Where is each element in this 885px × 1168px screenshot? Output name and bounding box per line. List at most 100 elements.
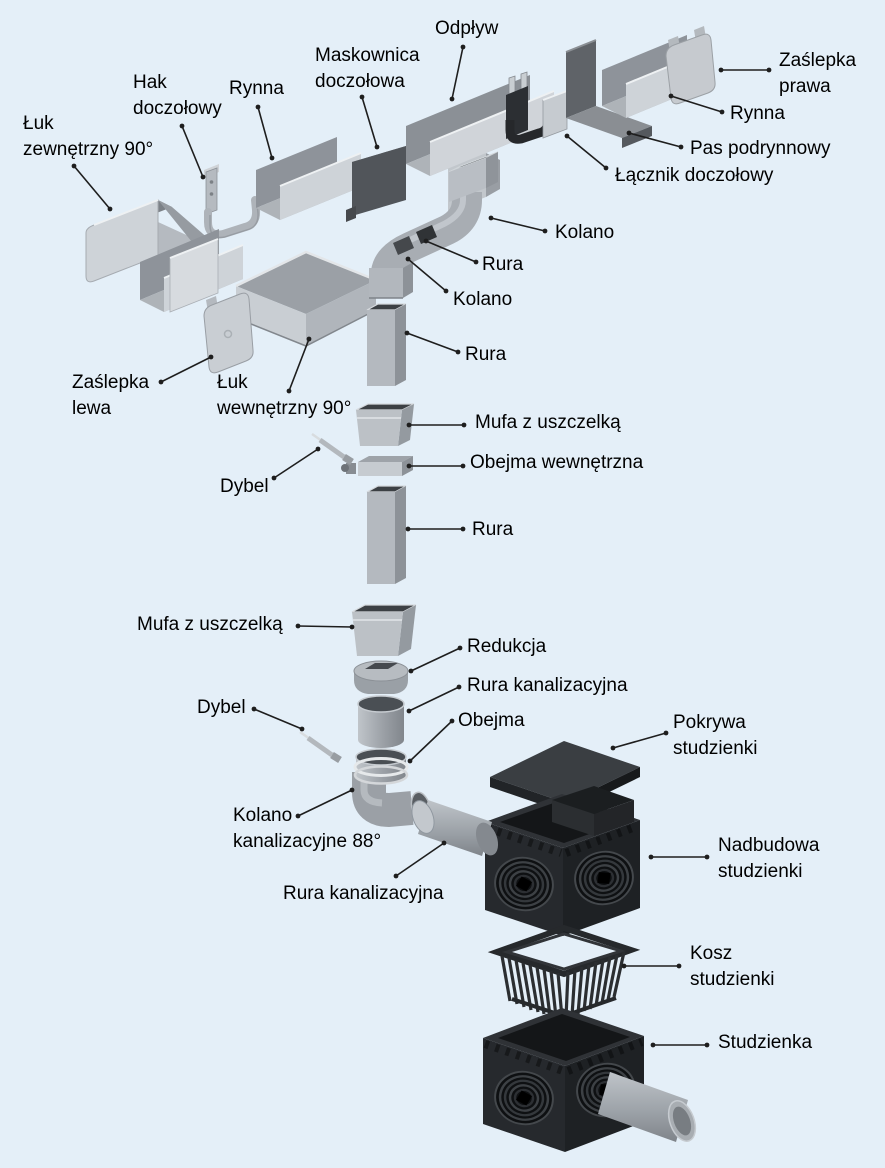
leader-lacznik-doczolowy <box>564 133 609 171</box>
label-pokrywa-studzienki-line: Pokrywa <box>673 712 746 733</box>
leader-mufa-2 <box>295 623 355 630</box>
label-dybel-2-line: Dybel <box>197 697 246 718</box>
label-kolano-2: Kolano <box>453 287 512 313</box>
leader-obejma-wewnetrzna <box>406 463 466 469</box>
label-nadbudowa-studzienki-line: Nadbudowa <box>718 835 820 856</box>
label-obejma-line: Obejma <box>458 710 525 731</box>
label-kosz-studzienki-line: Kosz <box>690 943 733 964</box>
label-maskownica-doczolowa-line: doczołowa <box>315 71 405 92</box>
leader-kosz-studzienki <box>621 963 682 969</box>
leader-luk-zewnetrzny <box>71 163 113 212</box>
label-pokrywa-studzienki-line: studzienki <box>673 738 758 759</box>
leader-pokrywa-studzienki <box>610 730 669 751</box>
part-obejma-kolano-kanalizacyjne <box>352 748 432 827</box>
label-mufa-1-line: Mufa z uszczelką <box>475 412 621 433</box>
leader-odplyw <box>449 44 466 102</box>
part-pas-podrynnowy <box>565 39 652 148</box>
leader-rura-1 <box>423 238 479 265</box>
label-rynna-prawa: Rynna <box>730 101 785 127</box>
label-rura-2-line: Rura <box>465 344 507 365</box>
part-rura-vertical-2 <box>366 485 407 584</box>
label-dybel-1-line: Dybel <box>220 476 269 497</box>
part-rynna-center-odplyw <box>406 75 555 212</box>
label-redukcja-line: Redukcja <box>467 636 547 657</box>
label-lacznik-doczolowy-line: Łącznik doczołowy <box>615 165 774 186</box>
label-maskownica-doczolowa-line: Maskownica <box>315 45 420 66</box>
label-rura-kanalizacyjna-1: Rura kanalizacyjna <box>467 673 628 699</box>
label-zaslepka-lewa-line: lewa <box>72 398 112 419</box>
leader-kolano-1 <box>488 215 548 234</box>
label-luk-zewnetrzny-line: zewnętrzny 90° <box>23 139 154 160</box>
label-dybel-2: Dybel <box>197 695 246 721</box>
label-kolano-2-line: Kolano <box>453 289 513 310</box>
leader-zaslepka-prawa <box>718 67 772 73</box>
label-zaslepka-lewa-line: Zaślepka <box>72 372 150 393</box>
part-mufa-1 <box>355 403 415 446</box>
part-rura-kanalizacyjna-2 <box>411 800 499 856</box>
part-kolano-rura-kolano <box>369 151 499 299</box>
part-rynna-right <box>602 35 712 118</box>
label-zaslepka-lewa: Zaślepka lewa <box>72 370 149 422</box>
leader-studzienka <box>650 1042 710 1048</box>
part-hak-doczolowy <box>204 164 261 239</box>
part-luk-wewnetrzny-90 <box>235 250 398 347</box>
label-luk-wewnetrzny-line: Łuk <box>217 372 248 393</box>
leader-rura-kanalizacyjna-1 <box>406 684 462 714</box>
label-rura-kanalizacyjna-2-line: Rura kanalizacyjna <box>283 883 444 904</box>
label-nadbudowa-studzienki: Nadbudowa studzienki <box>718 833 819 885</box>
label-rura-2: Rura <box>465 342 506 368</box>
part-dybel-2 <box>299 730 342 763</box>
label-mufa-2-line: Mufa z uszczelką <box>137 614 283 635</box>
part-pipe-out <box>598 1072 697 1142</box>
label-rura-3: Rura <box>472 517 513 543</box>
label-dybel-1: Dybel <box>220 474 269 500</box>
leader-nadbudowa-studzienki <box>648 854 710 860</box>
leader-dybel-2 <box>251 706 305 732</box>
leader-rynna-prawa <box>668 93 725 115</box>
part-maskownica-doczolowa <box>346 146 410 222</box>
label-rura-3-line: Rura <box>472 519 514 540</box>
label-rynna-lewa: Rynna <box>229 76 284 102</box>
label-rura-1-line: Rura <box>482 254 524 275</box>
part-obejma-wewnetrzna <box>341 456 413 476</box>
label-studzienka-line: Studzienka <box>718 1032 813 1053</box>
leader-zaslepka-lewa <box>158 354 214 385</box>
leader-obejma <box>407 718 455 764</box>
label-kosz-studzienki-line: studzienki <box>690 969 775 990</box>
part-rura-kanalizacyjna-1 <box>357 695 405 748</box>
leader-rura-3 <box>405 526 466 532</box>
label-rura-1: Rura <box>482 252 523 278</box>
leader-rura-2 <box>404 330 461 355</box>
part-dybel-1 <box>311 432 354 465</box>
leader-luk-wewnetrzny <box>286 336 312 394</box>
part-nadbudowa-studzienki <box>485 786 640 936</box>
label-studzienka: Studzienka <box>718 1030 812 1056</box>
label-pas-podrynnowy-line: Pas podrynnowy <box>690 138 831 159</box>
label-pokrywa-studzienki: Pokrywa studzienki <box>673 710 758 762</box>
leader-redukcja <box>408 645 463 674</box>
label-mufa-1: Mufa z uszczelką <box>475 410 621 436</box>
part-zaslepka-prawa <box>665 26 716 105</box>
label-obejma-wewnetrzna: Obejma wewnętrzna <box>470 450 643 476</box>
part-lacznik-doczolowy <box>505 71 568 144</box>
leader-maskownica-doczolowa <box>359 94 380 150</box>
label-mufa-2: Mufa z uszczelką <box>137 612 283 638</box>
label-rynna-prawa-line: Rynna <box>730 103 785 124</box>
label-nadbudowa-studzienki-line: studzienki <box>718 861 803 882</box>
leader-pas-podrynnowy <box>626 130 684 150</box>
part-pokrywa-studzienki <box>490 741 640 813</box>
part-rynna-left <box>256 137 362 220</box>
label-kolano-kanalizacyjne-line: Kolano <box>233 805 293 826</box>
label-pas-podrynnowy: Pas podrynnowy <box>690 136 830 162</box>
label-kolano-1-line: Kolano <box>555 222 615 243</box>
part-gutter-segment <box>140 229 244 313</box>
label-obejma: Obejma <box>458 708 525 734</box>
label-rura-kanalizacyjna-1-line: Rura kanalizacyjna <box>467 675 628 696</box>
